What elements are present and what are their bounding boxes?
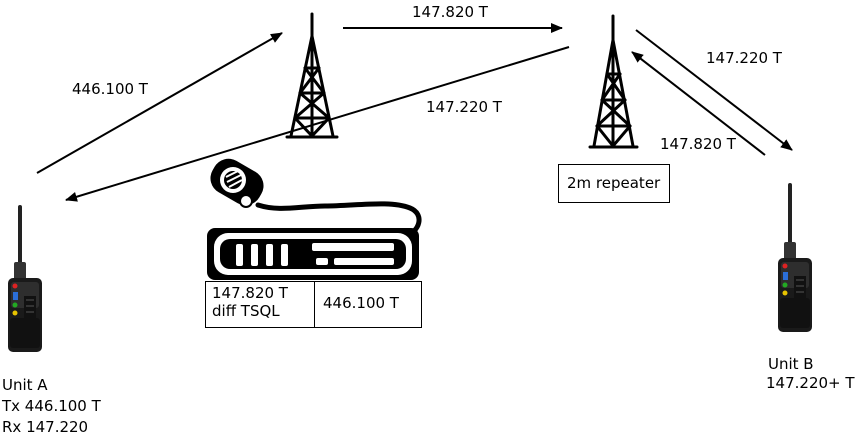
arrow-repeater-to-unitA bbox=[65, 46, 570, 202]
unit-b-name: Unit B bbox=[768, 355, 814, 373]
arrow-unitB-to-repeater bbox=[631, 51, 766, 156]
handheld-radio-icon bbox=[778, 183, 812, 332]
link-label-unitB-to-repeater: 147.820 T bbox=[660, 135, 736, 153]
hand-mic-icon bbox=[210, 158, 422, 239]
settings-left-line2: diff TSQL bbox=[212, 302, 280, 320]
unit-a-rx: Rx 147.220 bbox=[2, 418, 89, 436]
link-label-link-to-repeater: 147.820 T bbox=[412, 3, 488, 21]
settings-cell-left: 147.820 T diff TSQL bbox=[206, 282, 315, 327]
repeater-tower-icon bbox=[588, 14, 639, 149]
repeater-label: 2m repeater bbox=[567, 174, 661, 192]
link-label-repeater-to-unitA: 147.220 T bbox=[426, 98, 502, 116]
settings-cell-right: 446.100 T bbox=[315, 282, 421, 327]
unit-a-tx: Tx 446.100 T bbox=[2, 397, 101, 415]
link-label-repeater-to-unitB: 147.220 T bbox=[706, 49, 782, 67]
unit-b-freq: 147.220+ T bbox=[766, 374, 855, 392]
unit-a-name: Unit A bbox=[2, 376, 48, 394]
settings-right-value: 446.100 T bbox=[323, 294, 399, 312]
arrow-repeater-to-unitB bbox=[635, 29, 793, 151]
handheld-radio-icon bbox=[8, 205, 42, 352]
arrow-unitA-to-tower bbox=[36, 32, 283, 174]
settings-left-line1: 147.820 T bbox=[212, 284, 288, 302]
tower-icon bbox=[285, 12, 339, 139]
mobile-radio-icon bbox=[207, 158, 422, 280]
link-label-unitA-uplink: 446.100 T bbox=[72, 80, 148, 98]
mobile-settings-table: 147.820 T diff TSQL 446.100 T bbox=[205, 281, 422, 328]
repeater-label-box: 2m repeater bbox=[558, 164, 670, 203]
